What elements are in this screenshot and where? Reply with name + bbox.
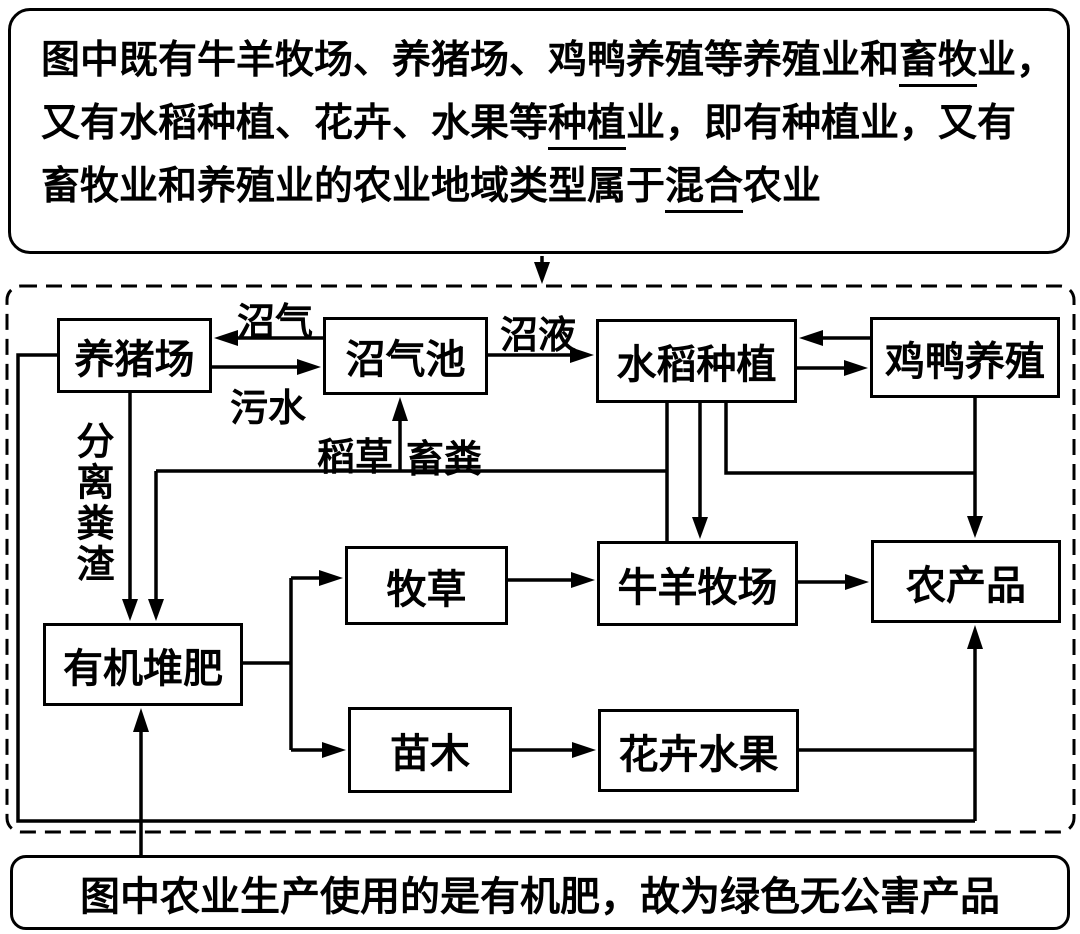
edge-seedlings-to-flowers bbox=[512, 742, 596, 758]
edge-rice-to-cattle bbox=[692, 403, 708, 539]
node-flowers-fruits: 花卉水果 bbox=[598, 709, 799, 792]
edge-label-biogas: 沼气 bbox=[237, 302, 314, 344]
node-rice-planting: 水稻种植 bbox=[596, 319, 797, 403]
edge-straw-manure-input bbox=[156, 397, 667, 473]
edge-label-livestock-manure: 畜粪 bbox=[406, 439, 483, 481]
edge-rice-to-poultry bbox=[797, 360, 868, 376]
node-poultry-breeding: 鸡鸭养殖 bbox=[870, 317, 1060, 398]
node-organic-compost: 有机堆肥 bbox=[43, 623, 243, 706]
note-text-run: 业，即有种植业，又有 bbox=[626, 102, 1017, 145]
edge-pig-to-compost bbox=[122, 393, 138, 621]
node-cattle-sheep-ranch: 牛羊牧场 bbox=[597, 541, 798, 626]
edge-slurry bbox=[488, 347, 594, 363]
node-seedlings: 苗木 bbox=[348, 707, 512, 793]
note-line: 又有水稻种植、花卉、水果等种植业，即有种植业，又有 bbox=[41, 92, 1041, 155]
edge-cattle-to-products bbox=[798, 574, 869, 590]
node-biogas-pool: 沼气池 bbox=[323, 317, 488, 395]
node-agri-products: 农产品 bbox=[871, 540, 1061, 623]
edge-compost-branch bbox=[243, 570, 346, 758]
bottom-annotation-box: 图中农业生产使用的是有机肥，故为绿色无公害产品 bbox=[10, 855, 1070, 930]
note-text-run: 农业 bbox=[743, 165, 822, 208]
node-pig-farm: 养猪场 bbox=[57, 318, 212, 393]
edge-note-to-diagram bbox=[534, 256, 550, 284]
edge-poultry-to-products bbox=[967, 398, 983, 538]
edge-label-slurry: 沼液 bbox=[500, 315, 577, 357]
edge-label-sewage: 污水 bbox=[230, 388, 307, 430]
underlined-term: 混合 bbox=[665, 165, 744, 213]
edge-pasture-to-cattle bbox=[508, 572, 595, 588]
underlined-term: 种植 bbox=[548, 102, 627, 150]
edge-straw-to-compost bbox=[148, 471, 164, 621]
edge-pig-loop bbox=[16, 353, 975, 823]
edge-label-separated-dung: 分离粪渣 bbox=[70, 421, 112, 585]
note-text-run: 畜牧业和养殖业的农业地域类型属于 bbox=[41, 165, 666, 208]
edge-poultry-to-rice bbox=[799, 330, 870, 346]
edge-products-up bbox=[967, 625, 983, 821]
note-text-run: 图中既有牛羊牧场、养猪场、鸡鸭养殖等养殖业和 bbox=[41, 39, 900, 82]
top-annotation-box: 图中既有牛羊牧场、养猪场、鸡鸭养殖等养殖业和畜牧业， 又有水稻种植、花卉、水果等… bbox=[8, 8, 1070, 254]
edge-sewage bbox=[212, 359, 321, 375]
underlined-term: 畜牧 bbox=[899, 39, 978, 87]
edge-rice-to-products bbox=[724, 403, 975, 475]
edge-label-rice-straw: 稻草 bbox=[317, 437, 394, 479]
edge-biogas bbox=[214, 330, 323, 346]
edge-note-to-compost bbox=[133, 708, 149, 856]
node-pasture-grass: 牧草 bbox=[345, 546, 508, 625]
note-text-run: 业， bbox=[977, 39, 1056, 82]
note-line: 畜牧业和养殖业的农业地域类型属于混合农业 bbox=[41, 155, 1041, 218]
note-line: 图中既有牛羊牧场、养猪场、鸡鸭养殖等养殖业和畜牧业， bbox=[41, 29, 1055, 92]
note-text-run: 又有水稻种植、花卉、水果等 bbox=[41, 102, 549, 145]
